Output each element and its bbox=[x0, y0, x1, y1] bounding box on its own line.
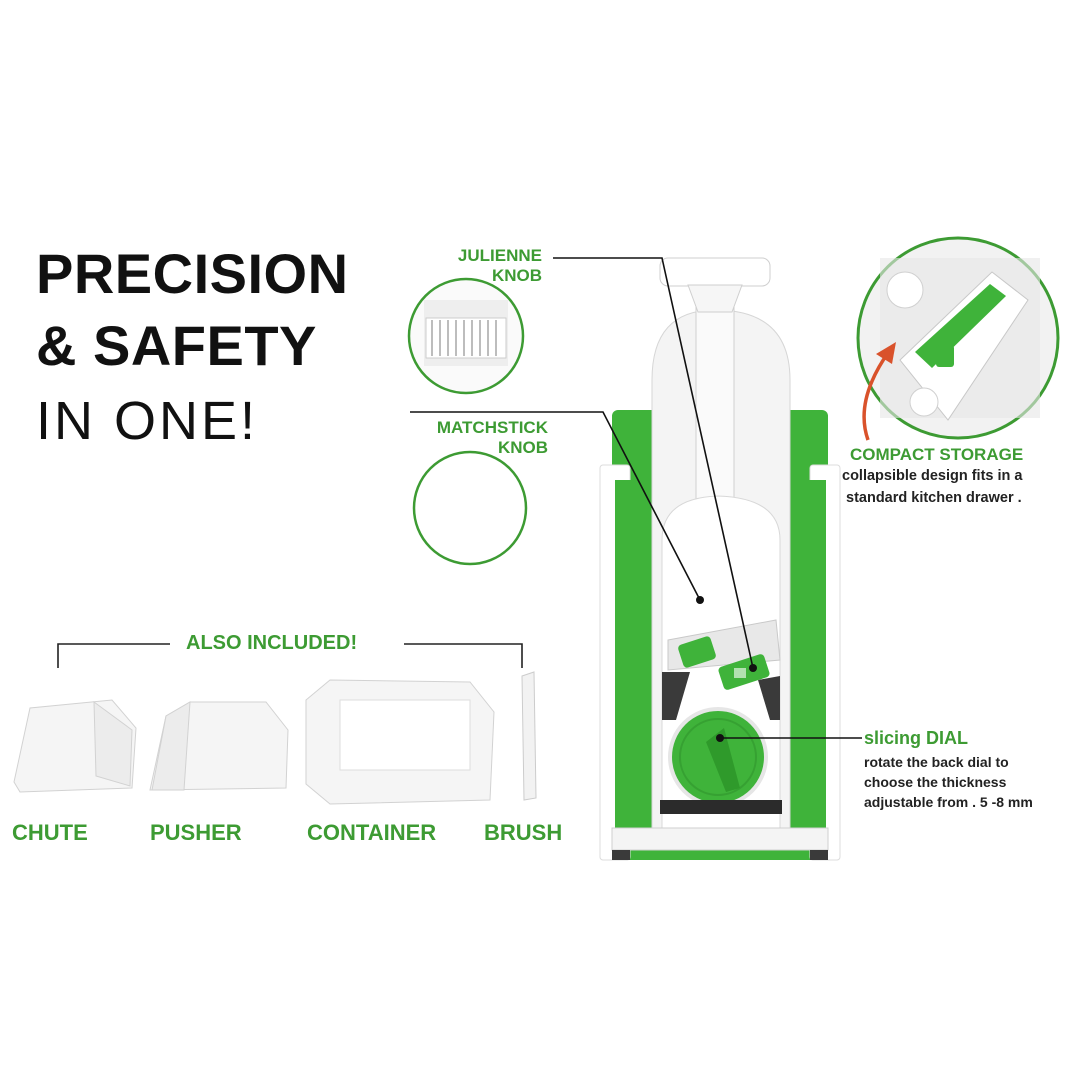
container-image bbox=[305, 679, 495, 805]
matchstick-knob-inset bbox=[412, 450, 528, 566]
included-bracket bbox=[57, 643, 523, 668]
headline-line-2: & SAFETY bbox=[36, 314, 317, 377]
matchstick-label-line-1: MATCHSTICK bbox=[436, 418, 548, 437]
storage-title: COMPACT STORAGE bbox=[850, 445, 1024, 464]
pusher-image bbox=[149, 701, 289, 791]
storage-desc-line-2: standard kitchen drawer . bbox=[846, 490, 1022, 506]
storage-desc-line-1: collapsible design fits in a bbox=[842, 468, 1023, 484]
headline-line-3: IN ONE! bbox=[36, 391, 259, 451]
headline-line-1: PRECISION bbox=[36, 242, 349, 305]
dial-desc-line-3: adjustable from . 5 -8 mm bbox=[864, 794, 1033, 810]
dial-desc-line-2: choose the thickness bbox=[864, 774, 1007, 790]
julienne-label-line-2: KNOB bbox=[491, 266, 542, 285]
chute-image bbox=[13, 699, 137, 793]
dial-desc-line-1: rotate the back dial to bbox=[864, 754, 1009, 770]
arrow-icon bbox=[862, 348, 892, 441]
mandoline-slicer bbox=[599, 257, 841, 861]
dial-title: slicing DIAL bbox=[864, 728, 969, 748]
julienne-knob-label: JULIENNE KNOB bbox=[420, 246, 542, 286]
container-label: CONTAINER bbox=[307, 820, 437, 845]
julienne-knob-inset bbox=[407, 277, 525, 395]
pusher-label: PUSHER bbox=[150, 820, 242, 845]
callout-lines bbox=[410, 257, 862, 739]
julienne-label-line-1: JULIENNE bbox=[457, 246, 542, 265]
matchstick-knob-label: MATCHSTICK KNOB bbox=[400, 418, 548, 458]
also-included-title: ALSO INCLUDED! bbox=[186, 632, 358, 654]
brush-image bbox=[521, 671, 537, 801]
brush-label: BRUSH bbox=[484, 820, 563, 845]
chute-label: CHUTE bbox=[12, 820, 88, 845]
matchstick-label-line-2: KNOB bbox=[497, 438, 548, 457]
storage-inset bbox=[856, 236, 1060, 440]
